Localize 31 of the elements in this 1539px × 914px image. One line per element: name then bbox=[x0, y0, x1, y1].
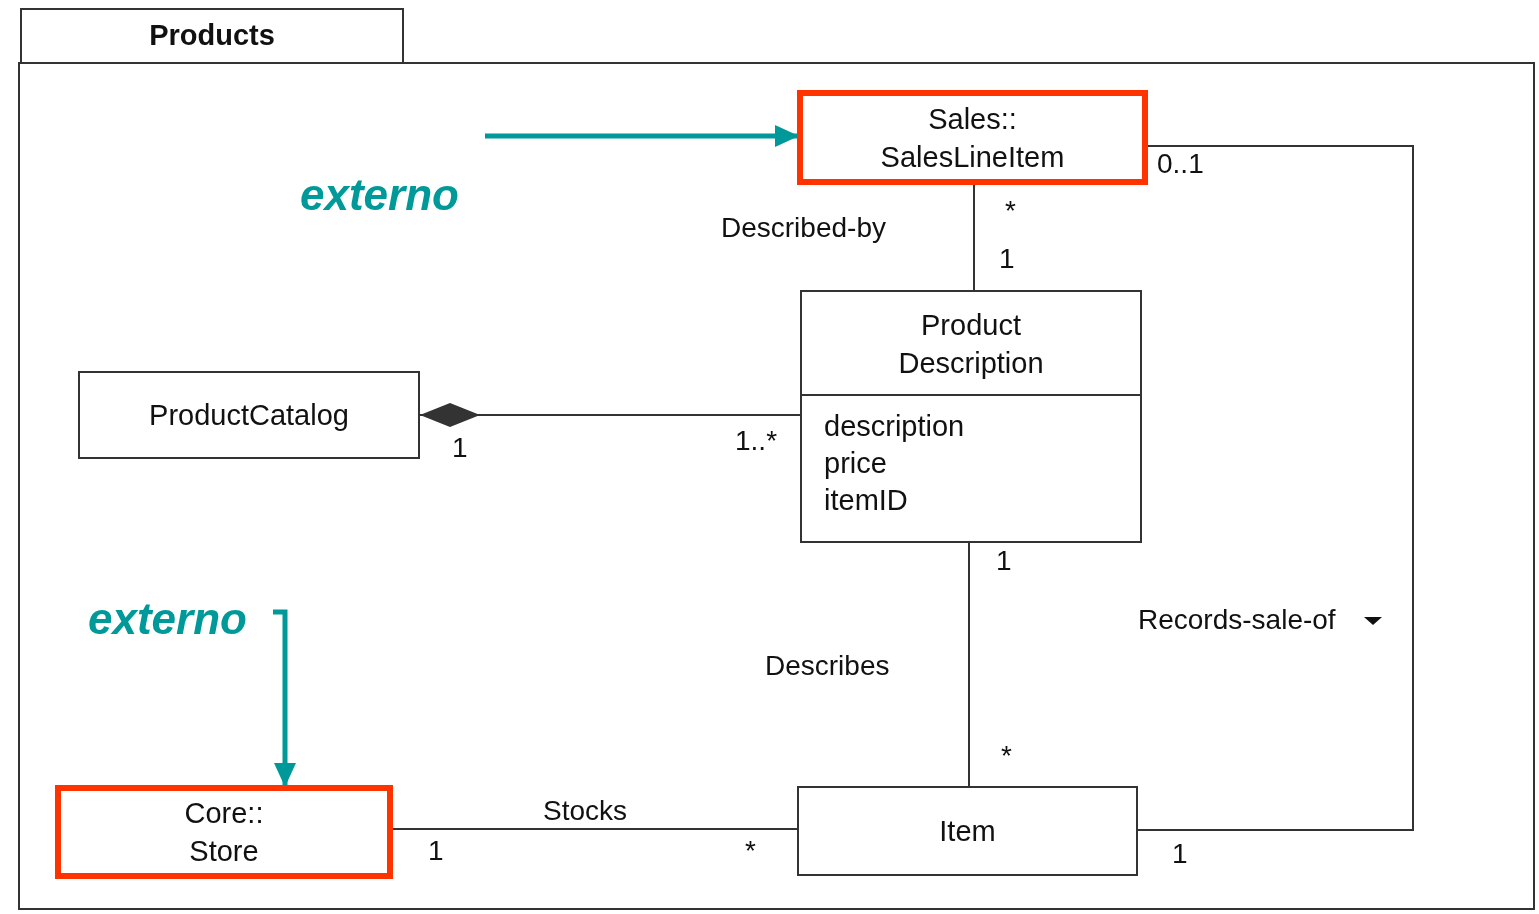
class-box bbox=[797, 786, 1138, 876]
association-line bbox=[419, 403, 801, 427]
multiplicity-label: 1 bbox=[999, 243, 1015, 275]
class-box bbox=[797, 90, 1148, 185]
association-line bbox=[1137, 145, 1414, 831]
multiplicity-label: 1 bbox=[1172, 838, 1188, 870]
note-text: externo bbox=[88, 594, 247, 644]
multiplicity-label: 1 bbox=[452, 432, 468, 464]
arrow bbox=[485, 125, 799, 147]
multiplicity-label: 1 bbox=[428, 835, 444, 867]
class-name: ProductCatalog bbox=[148, 398, 350, 433]
class-name: Item bbox=[938, 814, 997, 849]
association-line bbox=[968, 542, 970, 787]
multiplicity-label: * bbox=[745, 835, 756, 867]
multiplicity-label: * bbox=[1001, 740, 1012, 772]
class-attributes: description price itemID bbox=[823, 409, 966, 518]
multiplicity-label: 0..1 bbox=[1157, 148, 1204, 180]
multiplicity-label: 1..* bbox=[735, 425, 778, 457]
arrow bbox=[273, 609, 296, 787]
class-box bbox=[55, 785, 393, 879]
class-box bbox=[78, 371, 420, 459]
note-text: externo bbox=[300, 170, 459, 220]
multiplicity-label: 1 bbox=[996, 545, 1012, 577]
class-name: Core:: Store bbox=[183, 796, 265, 869]
multiplicity-label: * bbox=[1005, 195, 1016, 227]
association-line bbox=[973, 184, 975, 291]
association-line bbox=[392, 828, 798, 830]
class-name: Sales:: SalesLineItem bbox=[879, 101, 1066, 175]
package-tab: Products bbox=[20, 8, 404, 62]
class-name: Product Description bbox=[802, 292, 1140, 396]
class-box bbox=[800, 290, 1142, 543]
